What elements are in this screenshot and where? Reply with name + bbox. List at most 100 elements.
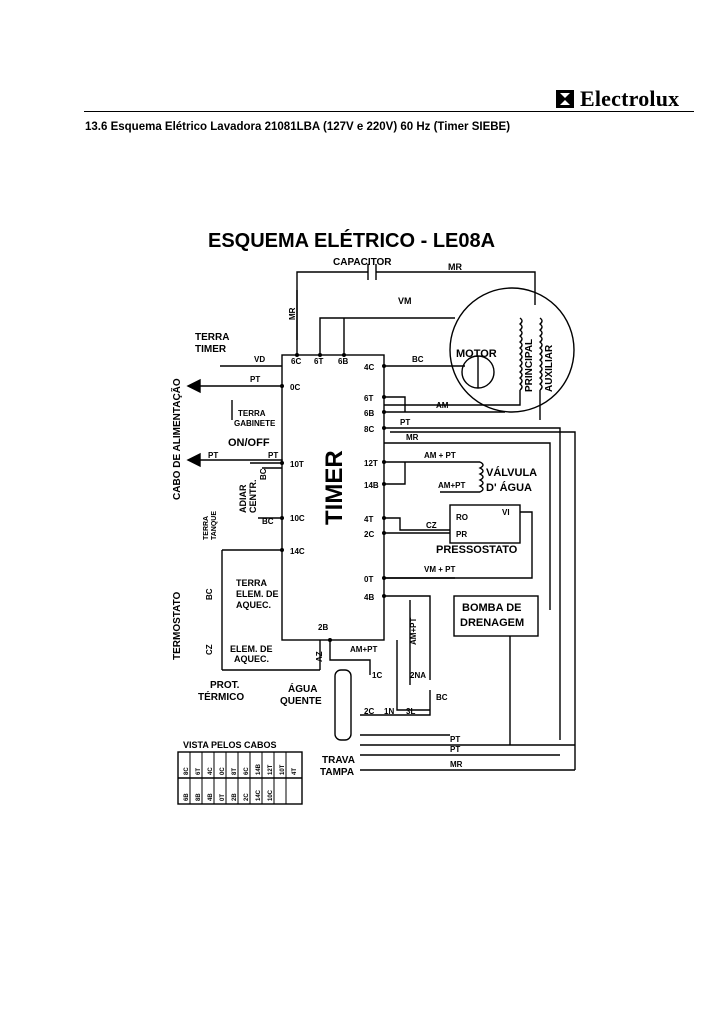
cabo-alimentacao-label: CABO DE ALIMENTAÇÃO [170, 378, 183, 500]
motor-label: MOTOR [456, 348, 497, 360]
terminal-2b: 2B [318, 623, 328, 632]
wire-mr-top: MR [448, 262, 462, 272]
terra-gabinete-label-1: TERRA [238, 409, 266, 418]
terminal-12t: 12T [364, 459, 378, 468]
terminal-10c: 10C [290, 514, 305, 523]
terra-elem-label-1: TERRA [236, 578, 267, 588]
pin-bottom-3: 4B [208, 793, 214, 801]
termostato-label: TERMOSTATO [172, 591, 183, 660]
pin-top-9: 10T [280, 764, 286, 775]
brand-name: Electrolux [580, 86, 680, 111]
terminal-1c: 1C [372, 671, 382, 680]
agua-quente-label-2: QUENTE [280, 696, 322, 707]
wire-bc-4c: BC [412, 355, 424, 364]
adiar-label-1: ADIAR [238, 484, 248, 513]
pin-bottom-7: 14C [256, 789, 262, 801]
wire-vm-pt: VM + PT [424, 565, 455, 574]
wire-vm: VM [398, 296, 412, 306]
terminal-2c-bottom: 2C [364, 707, 374, 716]
terra-timer-label-2: TIMER [195, 344, 227, 355]
terra-gabinete-label-2: GABINETE [234, 419, 276, 428]
pin-bottom-6: 2C [244, 793, 250, 801]
header-rule [84, 111, 694, 112]
pressostato-label: PRESSOSTATO [436, 544, 518, 556]
pin-bottom-5: 2B [232, 793, 238, 801]
pin-top-1: 8C [184, 767, 190, 775]
pin-top-5: 8T [232, 768, 238, 775]
terminal-14b: 14B [364, 481, 379, 490]
terminal-2na: 2NA [410, 671, 426, 680]
terminal-6c: 6C [291, 357, 301, 366]
wire-pt-bottom-1: PT [450, 735, 460, 744]
wire-bc-trava: BC [436, 693, 448, 702]
terra-tanque-label-1: TERRA [203, 516, 210, 540]
elem-aquec-label-2: AQUEC. [234, 654, 269, 664]
wire-mr-8c: MR [406, 433, 419, 442]
terminal-0t: 0T [364, 575, 373, 584]
pressostato-pr: PR [456, 530, 467, 539]
timer-box [281, 354, 385, 641]
trava-tampa-switch [334, 669, 352, 741]
terra-elem-label-2: ELEM. DE [236, 589, 279, 599]
wire-am-pt-14b: AM+PT [438, 481, 465, 490]
wire-pt-8c: PT [400, 418, 410, 427]
elem-aquec-label-1: ELEM. DE [230, 644, 273, 654]
page-caption: 13.6 Esquema Elétrico Lavadora 21081LBA … [85, 121, 511, 133]
wire-pt-bottom-2: PT [450, 745, 460, 754]
wire-am-pt-2b: AM+PT [350, 645, 377, 654]
wire-bc-10c: BC [262, 517, 274, 526]
terminal-2c: 2C [364, 530, 374, 539]
wire-cz-pressostato: CZ [426, 521, 437, 530]
auxiliar-label: AUXILIAR [544, 344, 555, 392]
electrolux-logo-icon [556, 90, 574, 108]
terminal-6b-right: 6B [364, 409, 374, 418]
capacitor-label: CAPACITOR [333, 257, 392, 268]
pressostato-box [449, 504, 521, 544]
timer-label: TIMER [321, 450, 348, 525]
trava-tampa-label-2: TAMPA [320, 767, 354, 778]
terminal-8c: 8C [364, 425, 374, 434]
terra-timer-label-1: TERRA [195, 332, 229, 343]
bomba-box [453, 595, 539, 637]
terra-tanque-label-2: TANQUE [211, 511, 218, 540]
pin-bottom-4: 0T [220, 794, 226, 801]
principal-label: PRINCIPAL [524, 339, 535, 392]
terminal-3l: 3L [406, 707, 415, 716]
valvula-label-2: D' ÁGUA [486, 481, 532, 494]
motor-circle [449, 287, 575, 413]
bomba-label-2: DRENAGEM [460, 617, 524, 629]
terminal-6t: 6T [314, 357, 323, 366]
wire-pt-0c: PT [250, 375, 260, 384]
on-off-label: ON/OFF [228, 437, 270, 449]
wire-am: AM [436, 401, 449, 410]
wire-mr-vertical: MR [288, 307, 297, 320]
pin-top-7: 14B [256, 763, 262, 775]
pressostato-vi: VI [502, 508, 510, 517]
prot-termico-label-2: TÉRMICO [198, 690, 244, 703]
terminal-4b: 4B [364, 593, 374, 602]
terminal-0c: 0C [290, 383, 300, 392]
terminal-14c: 14C [290, 547, 305, 556]
wire-mr-bottom: MR [450, 760, 463, 769]
terminal-6t-right: 6T [364, 394, 373, 403]
bomba-label-1: BOMBA DE [462, 602, 521, 614]
terminal-6b: 6B [338, 357, 348, 366]
pin-top-8: 12T [268, 764, 274, 775]
wire-bc-termostato: BC [205, 588, 214, 600]
wire-am-pt-12t: AM + PT [424, 451, 456, 460]
terminal-4c: 4C [364, 363, 374, 372]
wire-cz-termostato: CZ [205, 644, 214, 655]
terra-elem-label-3: AQUEC. [236, 600, 271, 610]
wire-bc-adiar: BC [259, 468, 268, 480]
prot-termico-label-1: PROT. [210, 680, 240, 691]
agua-quente-label-1: ÁGUA [288, 682, 317, 695]
pin-bottom-1: 6B [184, 793, 190, 801]
valvula-label-1: VÁLVULA [486, 466, 537, 479]
terminal-4t: 4T [364, 515, 373, 524]
trava-tampa-label-1: TRAVA [322, 755, 355, 766]
pin-top-2: 6T [196, 768, 202, 775]
terminal-1n: 1N [384, 707, 394, 716]
terminal-10t: 10T [290, 460, 304, 469]
pin-top-4: 0C [220, 767, 226, 775]
